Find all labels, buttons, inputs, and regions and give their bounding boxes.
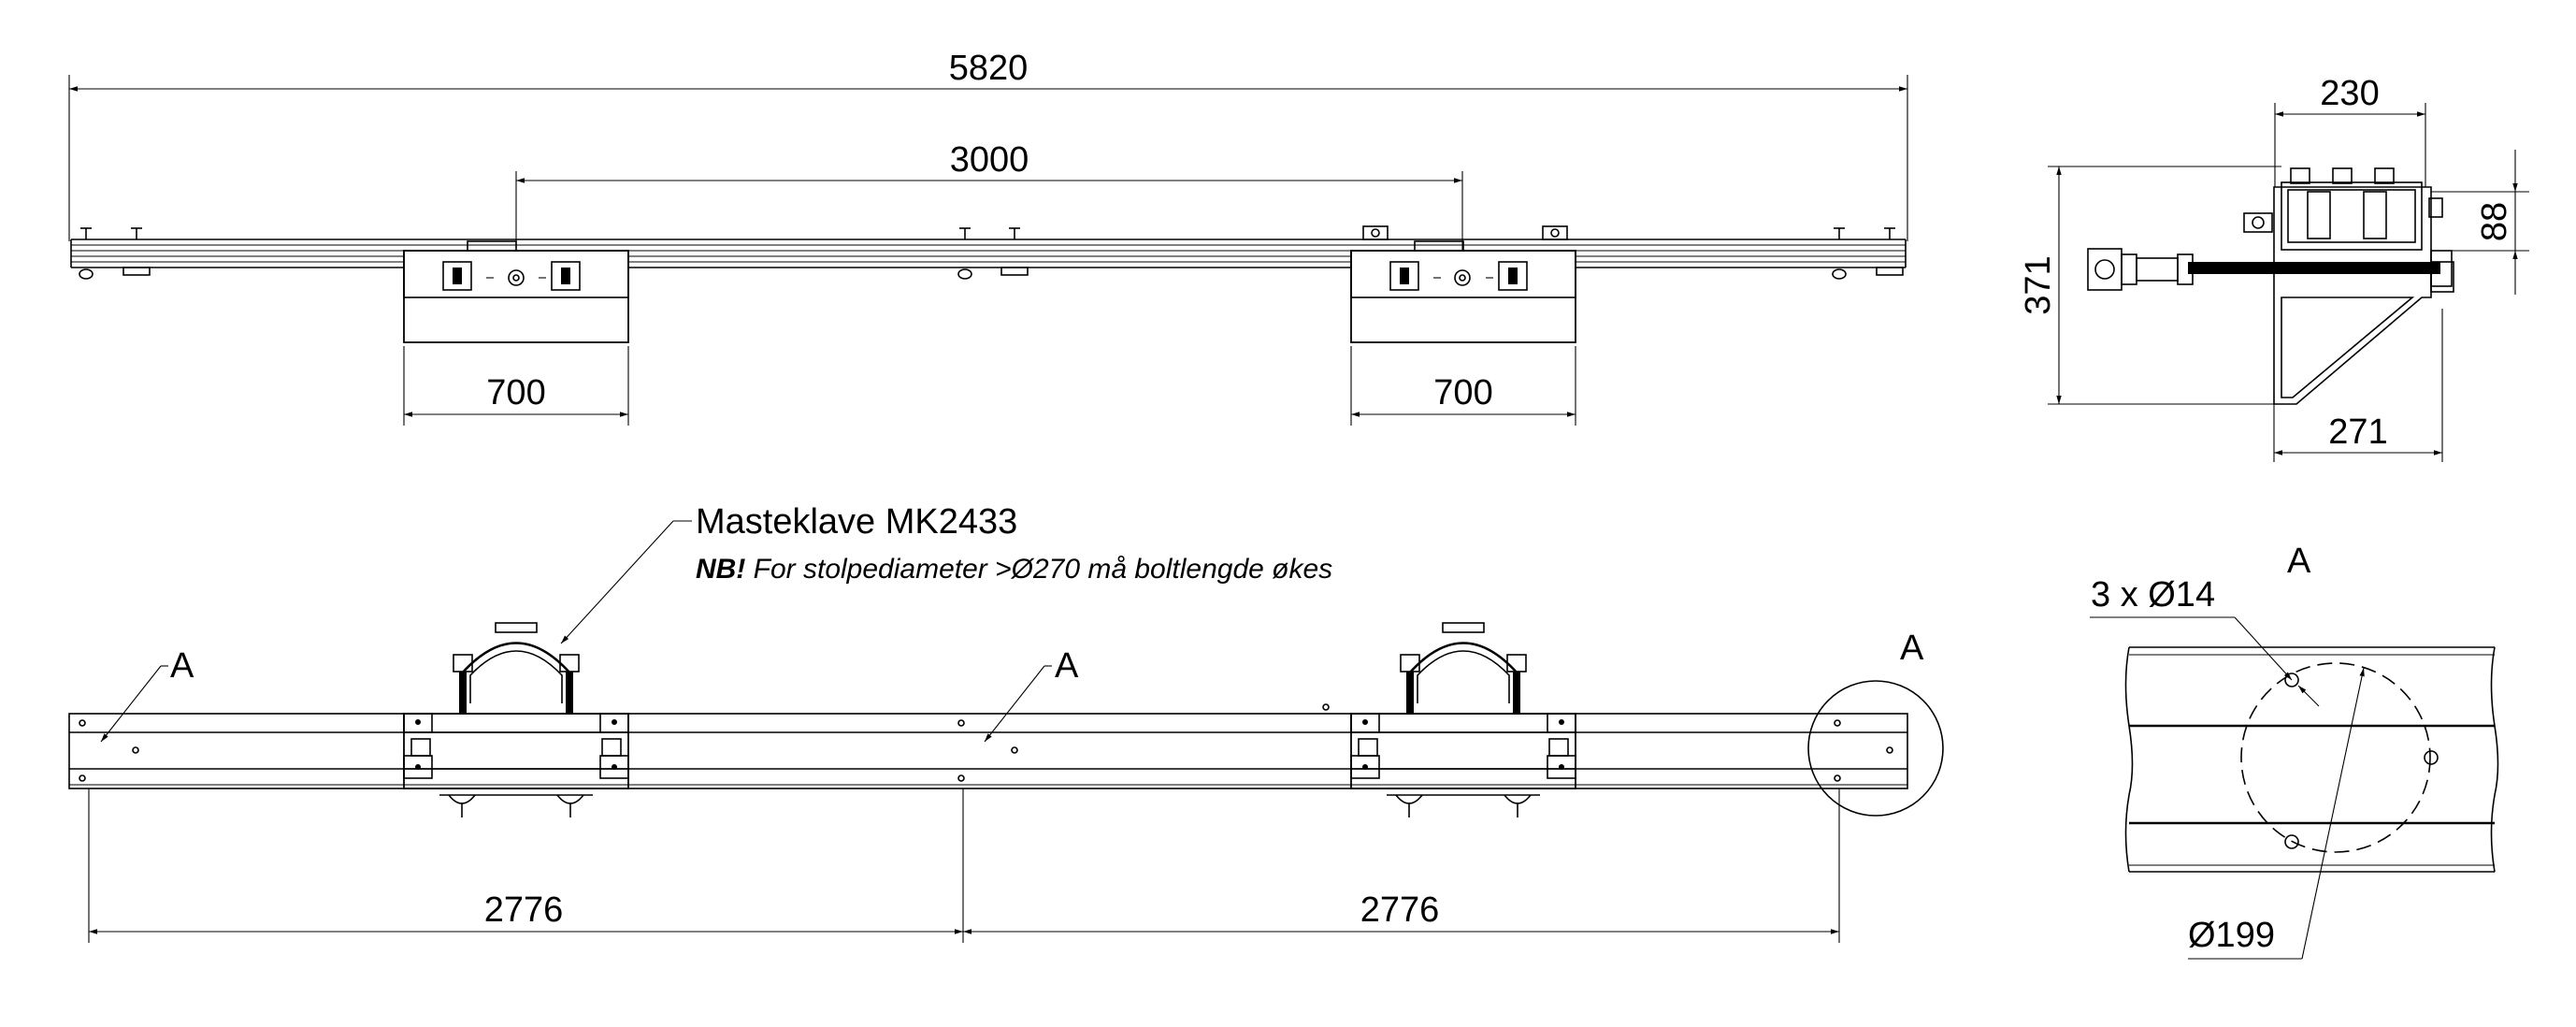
clamp-note: NB! For stolpediameter >Ø270 må boltleng… — [696, 554, 1332, 585]
dimension-clamp-left-width: 700 — [403, 346, 629, 426]
side-view: Masteklave MK2433 NB! For stolpediameter… — [68, 502, 1944, 943]
span-left-label: 2776 — [484, 890, 564, 930]
detail-a: A 3 x Ø14 Ø199 — [2090, 542, 2499, 960]
detail-circle-a — [1807, 680, 1944, 817]
clamp-block-left-top — [403, 240, 629, 343]
clamp-right-side — [1350, 622, 1576, 817]
clamp-left-width-label: 700 — [486, 373, 545, 412]
section-marker-mid-label: A — [1055, 646, 1079, 686]
section-marker-mid: A — [984, 646, 1079, 743]
rail-side-profile — [68, 703, 1908, 789]
end-bracket — [2243, 167, 2454, 405]
width-top-label: 230 — [2320, 74, 2379, 113]
dimension-width-top: 230 — [2274, 74, 2426, 187]
top-view: 5820 3000 — [68, 49, 1908, 426]
end-through-bolt — [2087, 248, 2453, 291]
dimension-span-right: 2776 — [963, 788, 1840, 943]
dimension-overall-length: 5820 — [68, 49, 1908, 241]
section-marker-left: A — [100, 646, 194, 743]
clamp-block-right-top — [1350, 240, 1576, 343]
hole-top — [2284, 673, 2299, 687]
overall-length-label: 5820 — [949, 49, 1029, 88]
section-marker-left-label: A — [170, 646, 194, 686]
detail-a-title: A — [2287, 542, 2311, 581]
holes-callout: 3 x Ø14 — [2090, 575, 2320, 707]
clamp-label: Masteklave MK2433 — [696, 502, 1017, 542]
height-small-label: 88 — [2475, 202, 2514, 241]
height-label: 371 — [2019, 255, 2058, 314]
width-bottom-label: 271 — [2328, 412, 2387, 452]
dimension-clamp-spacing: 3000 — [515, 140, 1463, 273]
clamp-right-width-label: 700 — [1433, 373, 1492, 412]
bolt-circle — [2240, 662, 2431, 853]
clamp-left-side — [403, 622, 629, 817]
hole-right — [2424, 750, 2439, 765]
rail-top-profile — [70, 239, 1907, 268]
dimension-span-left: 2776 — [88, 788, 964, 943]
holes-label: 3 x Ø14 — [2091, 575, 2215, 615]
span-right-label: 2776 — [1360, 890, 1440, 930]
bolt-circle-label: Ø199 — [2188, 916, 2275, 955]
clamp-callout: Masteklave MK2433 NB! For stolpediameter… — [560, 502, 1332, 644]
dimension-height: 371 — [2019, 166, 2281, 405]
detail-rail — [2124, 646, 2499, 873]
dimension-width-bottom: 271 — [2273, 309, 2443, 462]
clamp-spacing-label: 3000 — [950, 140, 1029, 180]
dimension-height-small: 88 — [2431, 150, 2529, 295]
rail-bolts-top — [79, 225, 1904, 280]
hole-bottom — [2284, 834, 2299, 849]
bolt-circle-callout: Ø199 — [2188, 667, 2365, 960]
end-view: 230 371 88 271 — [2019, 74, 2529, 462]
dimension-clamp-right-width: 700 — [1350, 346, 1576, 426]
section-marker-end-label: A — [1900, 629, 1924, 668]
